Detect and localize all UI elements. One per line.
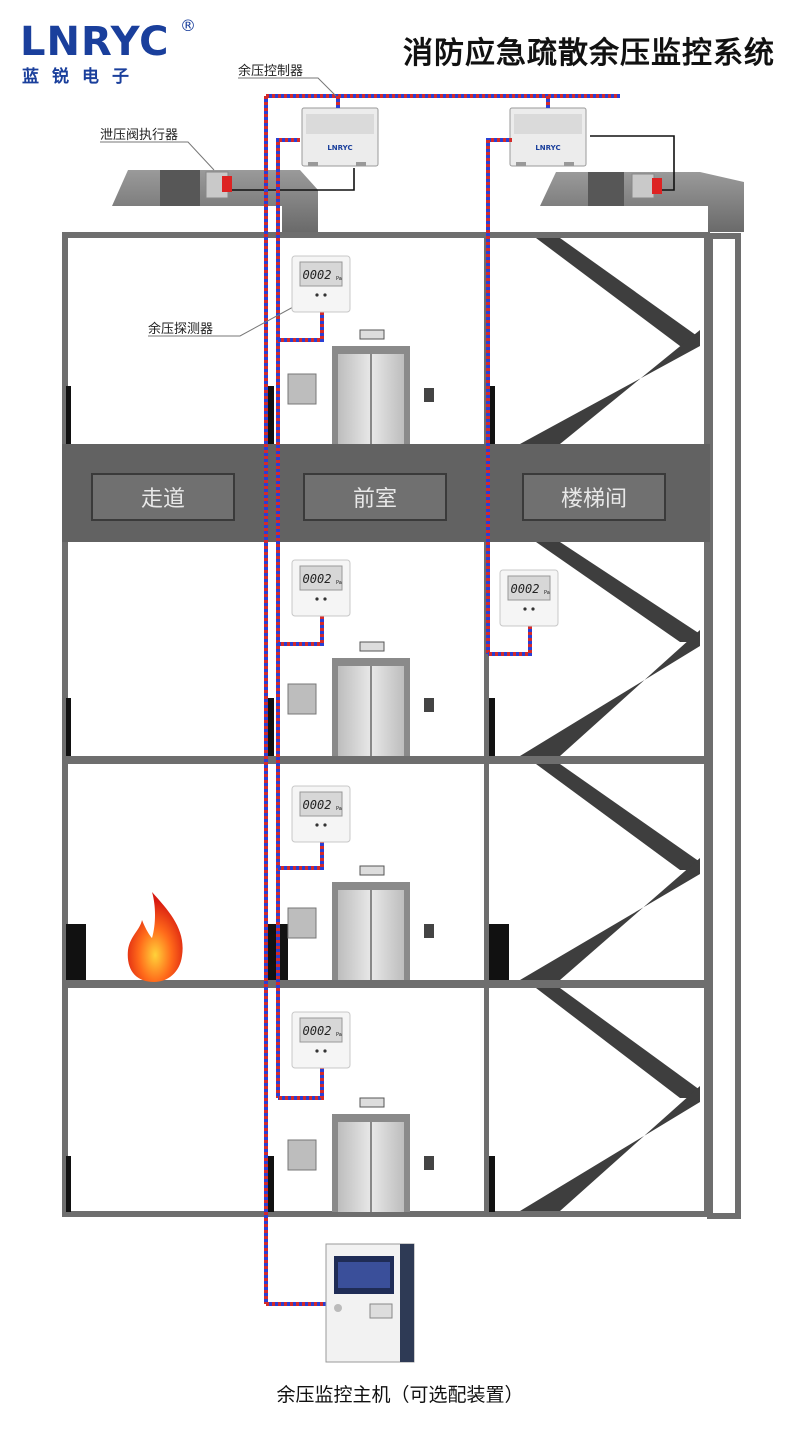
zone-stairwell: 楼梯间 bbox=[522, 473, 666, 521]
detector-reading: 0002 bbox=[303, 268, 332, 282]
pressure-detector: 0002 Pa bbox=[291, 1011, 351, 1069]
controller-brand-left: LNRYC bbox=[327, 144, 352, 152]
pressure-controller-left: LNRYC bbox=[301, 107, 379, 167]
detector-unit: Pa bbox=[336, 1032, 342, 1038]
valve-actuator-label: 泄压阀执行器 bbox=[100, 128, 179, 143]
controller-brand-right: LNRYC bbox=[535, 144, 560, 152]
detector-label: 余压探测器 bbox=[148, 322, 214, 337]
detector-reading: 0002 bbox=[511, 582, 540, 596]
right-air-duct bbox=[540, 172, 744, 232]
monitoring-host bbox=[325, 1243, 415, 1363]
actuator-wiring bbox=[232, 135, 675, 191]
detector-reading: 0002 bbox=[303, 798, 332, 812]
detector-unit: Pa bbox=[336, 806, 342, 812]
pressure-detector: 0002 Pa bbox=[291, 559, 351, 617]
staircase bbox=[520, 238, 700, 1211]
host-caption: 余压监控主机（可选配装置） bbox=[276, 1384, 524, 1406]
fire-icon bbox=[127, 892, 183, 982]
detector-reading: 0002 bbox=[303, 572, 332, 586]
signal-bus-wiring-red bbox=[264, 94, 620, 1306]
pressure-detector: 0002 Pa bbox=[499, 569, 559, 627]
brand-logo-cn: 蓝锐电子 bbox=[22, 67, 142, 87]
pressure-detector: 0002 Pa bbox=[291, 785, 351, 843]
elevator-door bbox=[287, 1097, 434, 1212]
registered-mark: ® bbox=[180, 16, 196, 35]
zone-antechamber: 前室 bbox=[303, 473, 447, 521]
elevator-door bbox=[287, 865, 434, 980]
brand-logo: LNRYC bbox=[20, 19, 170, 65]
elevator-door bbox=[287, 329, 434, 444]
detector-reading: 0002 bbox=[303, 1024, 332, 1038]
callout-leaders bbox=[100, 77, 337, 337]
detector-unit: Pa bbox=[544, 590, 550, 596]
elevator-door bbox=[287, 641, 434, 756]
detector-drop-wires bbox=[278, 312, 532, 1100]
controller-label: 余压控制器 bbox=[238, 64, 304, 79]
detector-unit: Pa bbox=[336, 276, 342, 282]
detector-unit: Pa bbox=[336, 580, 342, 586]
pressure-controller-right: LNRYC bbox=[509, 107, 587, 167]
left-air-duct bbox=[112, 170, 318, 232]
pressure-detector: 0002 Pa bbox=[291, 255, 351, 313]
zone-corridor: 走道 bbox=[91, 473, 235, 521]
page-title: 消防应急疏散余压监控系统 bbox=[403, 36, 775, 71]
